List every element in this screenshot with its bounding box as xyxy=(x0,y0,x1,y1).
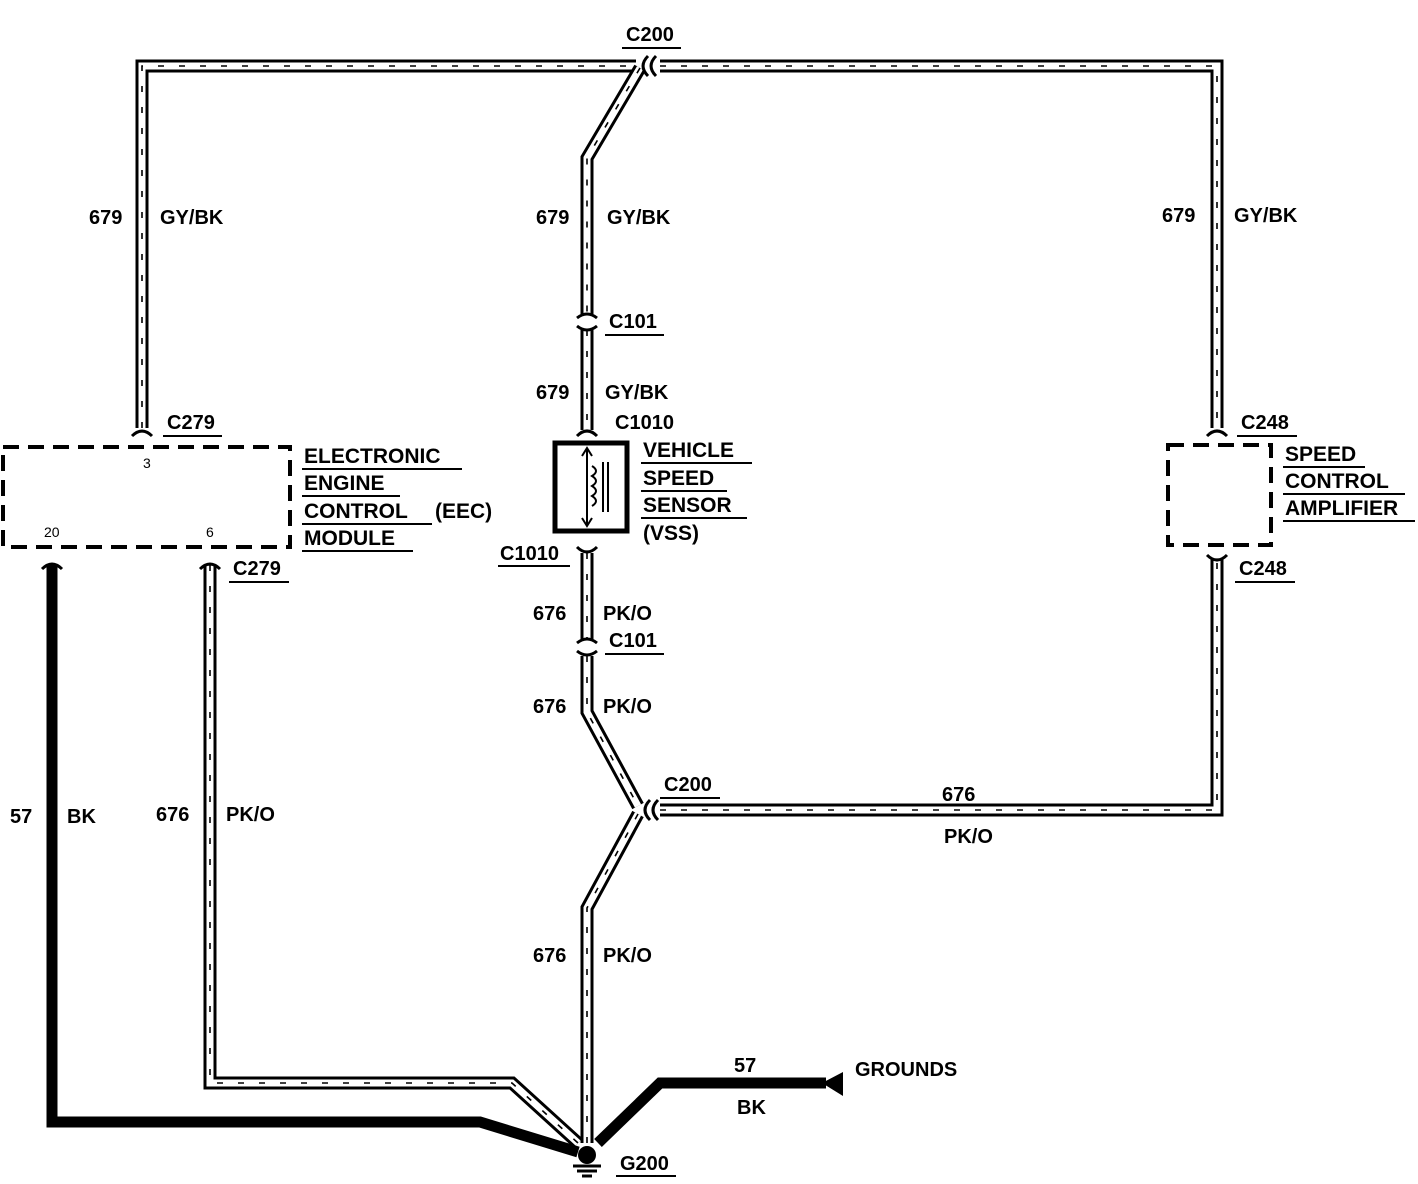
c279-top-connector-icon xyxy=(130,429,154,438)
wire-left-pk-color: PK/O xyxy=(226,804,275,826)
c101-lower-label: C101 xyxy=(609,630,657,652)
eec-module-box xyxy=(1,445,292,549)
c101-upper-label: C101 xyxy=(609,311,657,333)
wire-left-gy-circuit: 679 xyxy=(89,207,122,229)
vss-core-icon xyxy=(602,462,609,512)
vss-coil-icon xyxy=(590,465,597,507)
c248-bottom-connector-icon xyxy=(1205,553,1229,562)
eec-pin-6: 6 xyxy=(206,524,214,540)
grounds-label: GROUNDS xyxy=(855,1059,957,1081)
wire-center-pk-1-color: PK/O xyxy=(603,603,652,625)
eec-line-3b: (EEC) xyxy=(435,500,492,523)
c101-lower-connector-icon xyxy=(576,637,598,657)
wire-center-pk-2-circuit: 676 xyxy=(533,696,566,718)
wire-center-pk-2-color: PK/O xyxy=(603,696,652,718)
wire-679-center-diagonal xyxy=(580,64,646,314)
wire-center-gy-upper-circuit: 679 xyxy=(536,207,569,229)
wire-676-eec-to-ground xyxy=(203,565,583,1148)
eec-pin-20: 20 xyxy=(44,524,60,540)
wire-center-gy-lower-color: GY/BK xyxy=(605,382,669,404)
c1010-top-label: C1010 xyxy=(615,412,674,434)
wire-center-gy-lower-circuit: 679 xyxy=(536,382,569,404)
wire-right-pk-color: PK/O xyxy=(944,826,993,848)
c1010-bottom-connector-icon xyxy=(575,545,599,554)
g200-label: G200 xyxy=(620,1153,669,1175)
sca-line-2: CONTROL xyxy=(1285,470,1389,493)
vss-line-3: SENSOR xyxy=(643,494,732,517)
c279-bottom-connector-icon xyxy=(198,562,222,571)
c200-top-connector-icon xyxy=(641,54,658,78)
wire-center-pk-1-circuit: 676 xyxy=(533,603,566,625)
grounds-arrow-icon xyxy=(822,1072,843,1096)
wire-right-gy-circuit: 679 xyxy=(1162,205,1195,227)
wire-left-pk-circuit: 676 xyxy=(156,804,189,826)
wire-ground-bk-color: BK xyxy=(737,1097,766,1119)
vss-line-4: (VSS) xyxy=(643,522,699,545)
eec-line-1: ELECTRONIC xyxy=(304,445,441,468)
sca-line-3: AMPLIFIER xyxy=(1285,497,1398,520)
eec-pin-3: 3 xyxy=(143,455,151,471)
c1010-top-connector-icon xyxy=(575,429,599,438)
c101-upper-connector-icon xyxy=(576,312,598,332)
c248-top-connector-icon xyxy=(1205,429,1229,438)
vss-line-1: VEHICLE xyxy=(643,439,734,462)
wire-center-pk-3-color: PK/O xyxy=(603,945,652,967)
c279-top-label: C279 xyxy=(167,412,215,434)
wire-center-pk-3-circuit: 676 xyxy=(533,945,566,967)
speed-control-amplifier-box xyxy=(1166,443,1273,547)
wire-679-top-left xyxy=(135,59,636,428)
sca-line-1: SPEED xyxy=(1285,443,1356,466)
c200-mid-label: C200 xyxy=(664,774,712,796)
wire-676-c200-to-amplifier xyxy=(660,558,1224,817)
c200-mid-connector-icon xyxy=(643,798,660,822)
wire-right-pk-circuit: 676 xyxy=(942,784,975,806)
wire-676-c101-to-c200 xyxy=(580,656,644,810)
wire-left-bk-color: BK xyxy=(67,806,96,828)
wire-left-bk-circuit: 57 xyxy=(10,806,32,828)
c279-ground-connector-icon xyxy=(40,562,64,571)
eec-line-2: ENGINE xyxy=(304,472,385,495)
wire-679-top-right xyxy=(660,59,1224,428)
wire-ground-bk-circuit: 57 xyxy=(734,1055,756,1077)
wire-676-c200-to-ground xyxy=(580,810,644,1143)
wire-left-gy-color: GY/BK xyxy=(160,207,224,229)
wire-57-grounds xyxy=(594,1077,826,1147)
eec-line-3: CONTROL xyxy=(304,500,408,523)
c1010-bottom-label: C1010 xyxy=(500,543,559,565)
ground-g200-icon xyxy=(573,1146,601,1178)
wire-57-eec-ground xyxy=(46,565,580,1158)
wire-center-gy-upper-color: GY/BK xyxy=(607,207,671,229)
wire-right-gy-color: GY/BK xyxy=(1234,205,1298,227)
c200-top-label: C200 xyxy=(626,24,674,46)
vss-line-2: SPEED xyxy=(643,467,714,490)
c279-bottom-label: C279 xyxy=(233,558,281,580)
vss-sensor-box xyxy=(552,440,630,534)
c248-top-label: C248 xyxy=(1241,412,1289,434)
c248-bottom-label: C248 xyxy=(1239,558,1287,580)
eec-line-4: MODULE xyxy=(304,527,395,550)
